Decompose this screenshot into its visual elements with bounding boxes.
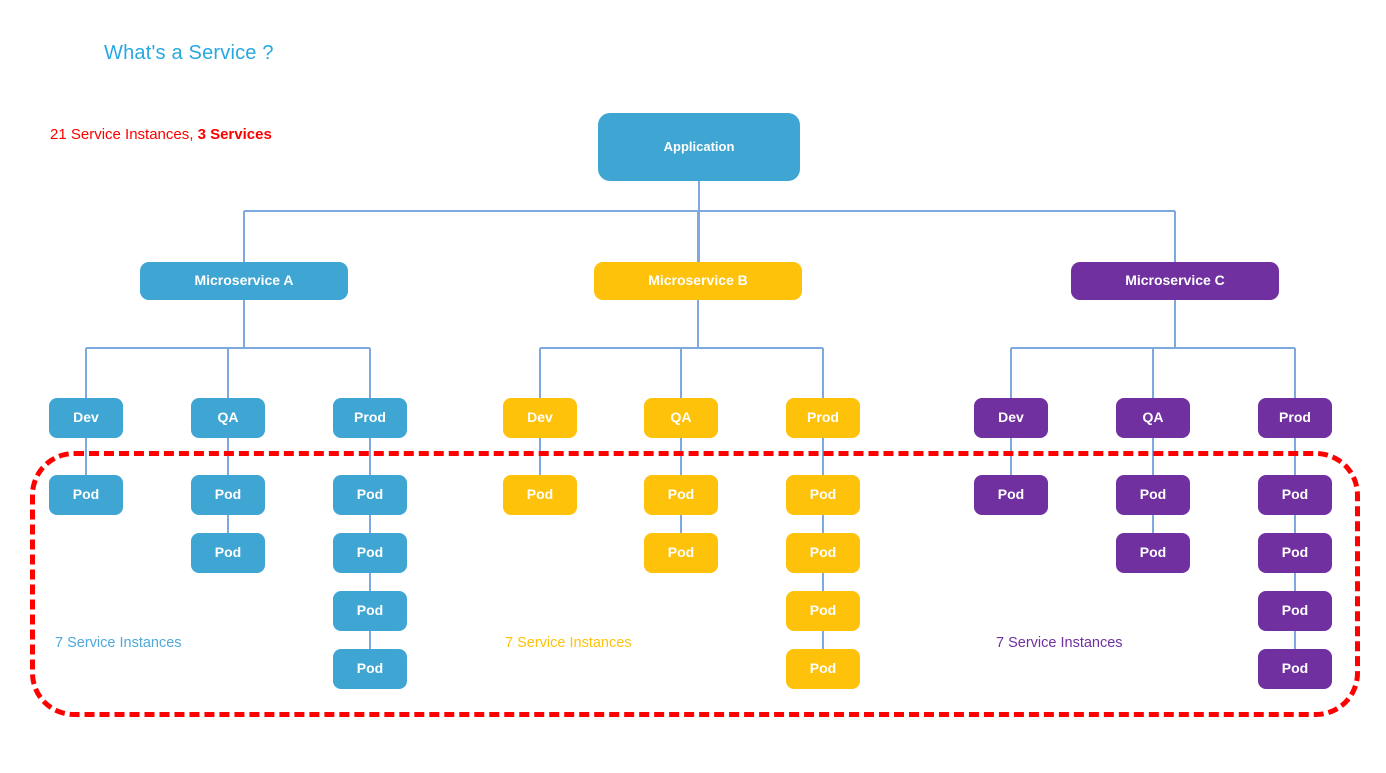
node-microservice-1[interactable]: Microservice B [594,262,802,300]
node-pod-0-1-0[interactable]: Pod [191,475,265,515]
summary-prefix: 21 Service Instances, [50,126,198,143]
connector-pod-link-2-1-0 [1152,438,1154,475]
connector-bus-to-env-2-2 [1294,348,1296,398]
connector-service-stem-2 [1174,300,1176,348]
connector-bus-to-env-1-1 [680,348,682,398]
node-pod-1-2-0[interactable]: Pod [786,475,860,515]
node-pod-0-1-1[interactable]: Pod [191,533,265,573]
connector-bus-to-env-2-0 [1010,348,1012,398]
node-pod-1-1-1[interactable]: Pod [644,533,718,573]
connector-pod-link-0-2-1 [369,515,371,533]
connector-pod-link-2-2-0 [1294,438,1296,475]
node-env-1-1[interactable]: QA [644,398,718,438]
connector-pod-link-0-2-0 [369,438,371,475]
summary-note: 21 Service Instances, 3 Services [50,126,272,143]
node-pod-2-2-2[interactable]: Pod [1258,591,1332,631]
connector-bus-to-env-2-1 [1152,348,1154,398]
connector-bus-to-env-1-2 [822,348,824,398]
page-title: What's a Service ? [104,42,274,64]
node-env-2-1[interactable]: QA [1116,398,1190,438]
connector-pod-link-1-2-1 [822,515,824,533]
connector-pod-link-2-2-3 [1294,631,1296,649]
connector-bus-to-env-0-2 [369,348,371,398]
connector-bus-to-service-2 [1174,211,1176,262]
connector-pod-link-1-2-3 [822,631,824,649]
node-pod-2-2-3[interactable]: Pod [1258,649,1332,689]
node-pod-2-0-0[interactable]: Pod [974,475,1048,515]
connector-pod-link-0-0-0 [85,438,87,475]
node-pod-2-2-1[interactable]: Pod [1258,533,1332,573]
connector-bus-to-env-0-1 [227,348,229,398]
node-pod-1-2-3[interactable]: Pod [786,649,860,689]
node-pod-1-2-1[interactable]: Pod [786,533,860,573]
node-pod-2-1-0[interactable]: Pod [1116,475,1190,515]
connector-bus-to-service-0 [243,211,245,262]
node-microservice-2[interactable]: Microservice C [1071,262,1279,300]
connector-pod-link-2-0-0 [1010,438,1012,475]
connector-pod-link-2-2-2 [1294,573,1296,591]
connector-bus-to-env-0-0 [85,348,87,398]
connector-pod-link-0-2-3 [369,631,371,649]
node-env-0-0[interactable]: Dev [49,398,123,438]
connector-pod-link-2-2-1 [1294,515,1296,533]
connector-pod-link-2-1-1 [1152,515,1154,533]
connector-pod-link-0-1-1 [227,515,229,533]
connector-service-stem-1 [697,300,699,348]
node-pod-0-0-0[interactable]: Pod [49,475,123,515]
instances-label-1: 7 Service Instances [505,635,632,651]
node-env-1-2[interactable]: Prod [786,398,860,438]
node-env-0-2[interactable]: Prod [333,398,407,438]
node-pod-0-2-0[interactable]: Pod [333,475,407,515]
node-pod-2-2-0[interactable]: Pod [1258,475,1332,515]
connector-bus-to-env-1-0 [539,348,541,398]
node-env-2-0[interactable]: Dev [974,398,1048,438]
node-pod-1-2-2[interactable]: Pod [786,591,860,631]
node-microservice-0[interactable]: Microservice A [140,262,348,300]
connector-bus-to-service-1 [697,211,699,262]
node-env-0-1[interactable]: QA [191,398,265,438]
instances-label-0: 7 Service Instances [55,635,182,651]
connector-app-to-bus [698,211,700,262]
node-pod-2-1-1[interactable]: Pod [1116,533,1190,573]
node-pod-1-1-0[interactable]: Pod [644,475,718,515]
node-pod-0-2-1[interactable]: Pod [333,533,407,573]
node-pod-0-2-3[interactable]: Pod [333,649,407,689]
connector-app-stem [698,181,700,211]
node-env-2-2[interactable]: Prod [1258,398,1332,438]
connector-pod-link-0-2-2 [369,573,371,591]
connector-app-bus [244,210,1175,212]
connector-pod-link-1-0-0 [539,438,541,475]
connector-service-stem-0 [243,300,245,348]
connector-pod-link-0-1-0 [227,438,229,475]
instances-label-2: 7 Service Instances [996,635,1123,651]
node-pod-0-2-2[interactable]: Pod [333,591,407,631]
node-env-1-0[interactable]: Dev [503,398,577,438]
connector-pod-link-1-2-2 [822,573,824,591]
summary-strong: 3 Services [197,126,272,143]
node-pod-1-0-0[interactable]: Pod [503,475,577,515]
connector-pod-link-1-1-1 [680,515,682,533]
connector-pod-link-1-1-0 [680,438,682,475]
node-application[interactable]: Application [598,113,800,181]
connector-pod-link-1-2-0 [822,438,824,475]
